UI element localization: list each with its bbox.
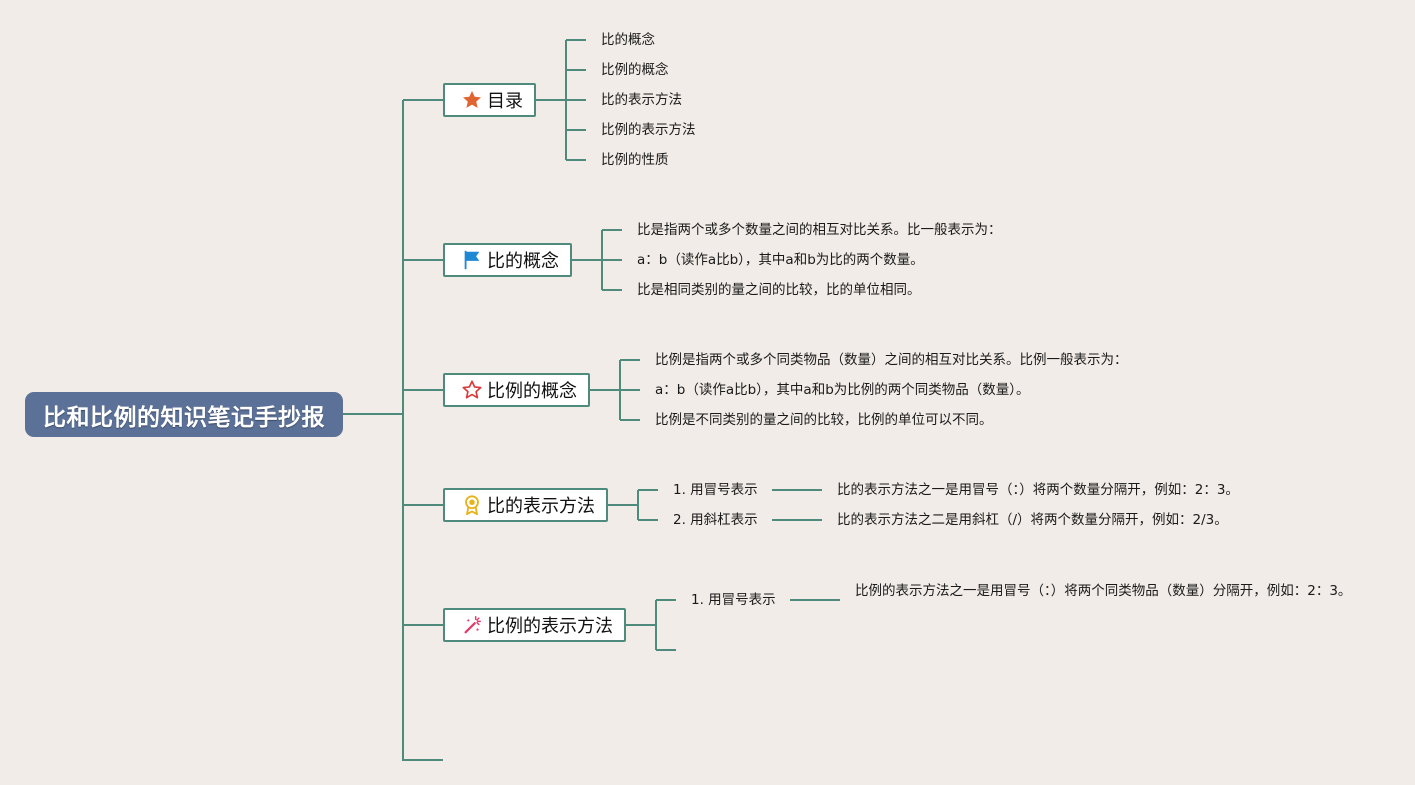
branch-label: 比例的概念 [487,381,577,402]
branch-label: 比的表示方法 [487,496,595,517]
award-icon [461,494,483,516]
branch-label: 比例的表示方法 [487,616,613,637]
root-title[interactable]: 比和比例的知识笔记手抄报 [25,392,343,437]
ratio-concept-item[interactable]: 比是相同类别的量之间的比较，比的单位相同。 [637,282,921,298]
branch-proportion-notation[interactable]: 比例的表示方法 [443,608,626,642]
proportion-concept-item[interactable]: a：b（读作a比b），其中a和b为比例的两个同类物品（数量）。 [655,382,1030,398]
ratio-notation-detail[interactable]: 比的表示方法之一是用冒号（：）将两个数量分隔开，例如：2：3。 [837,482,1239,498]
branch-proportion-concept[interactable]: 比例的概念 [443,373,590,407]
proportion-concept-item[interactable]: 比例是指两个或多个同类物品（数量）之间的相互对比关系。比例一般表示为： [655,352,1128,368]
ratio-notation-method[interactable]: 1. 用冒号表示 [673,482,758,498]
flag-icon [461,249,483,271]
branch-ratio-notation[interactable]: 比的表示方法 [443,488,608,522]
star-filled-icon [461,89,483,111]
contents-item[interactable]: 比的概念 [601,32,655,48]
connector-trunk [402,100,443,761]
proportion-concept-item[interactable]: 比例是不同类别的量之间的比较，比例的单位可以不同。 [655,412,993,428]
branch-label: 目录 [487,91,523,112]
proportion-notation-detail[interactable]: 比例的表示方法之一是用冒号（：）将两个同类物品（数量）分隔开，例如：2：3。 [855,583,1352,599]
branch-ratio-concept[interactable]: 比的概念 [443,243,572,277]
ratio-concept-item[interactable]: 比是指两个或多个数量之间的相互对比关系。比一般表示为： [637,222,1002,238]
contents-item[interactable]: 比例的表示方法 [601,122,696,138]
contents-item[interactable]: 比例的性质 [601,152,669,168]
star-outline-icon [461,379,483,401]
contents-item[interactable]: 比的表示方法 [601,92,682,108]
branch-label: 比的概念 [487,251,559,272]
ratio-concept-item[interactable]: a：b（读作a比b），其中a和b为比的两个数量。 [637,252,924,268]
proportion-notation-method[interactable]: 1. 用冒号表示 [691,592,776,608]
contents-item[interactable]: 比例的概念 [601,62,669,78]
magic-wand-icon [461,614,483,636]
ratio-notation-detail[interactable]: 比的表示方法之二是用斜杠（/）将两个数量分隔开，例如：2/3。 [837,512,1228,528]
ratio-notation-method[interactable]: 2. 用斜杠表示 [673,512,758,528]
branch-contents[interactable]: 目录 [443,83,536,117]
